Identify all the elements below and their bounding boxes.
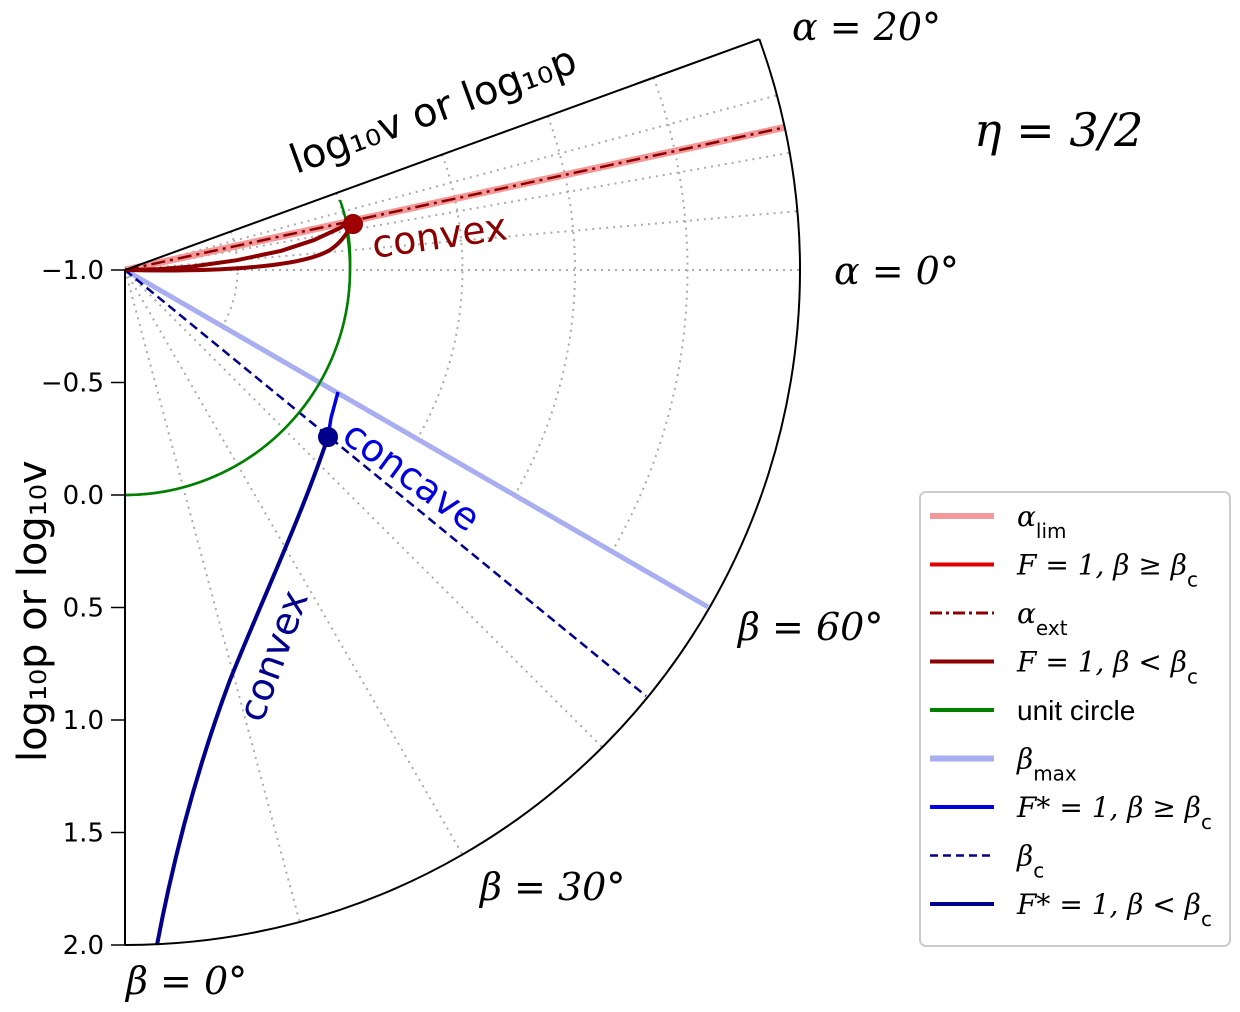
series-layer — [123, 123, 786, 946]
radial-tick-label: −1.0 — [41, 256, 104, 286]
series-F1-upper-visual — [124, 223, 354, 273]
grid-arc — [221, 231, 239, 327]
angle-label-beta-0: β = 0° — [124, 959, 247, 1003]
annotation-lower-convex: convex — [229, 584, 317, 727]
grid-spoke — [124, 269, 604, 749]
frame-outer-arc — [708, 38, 801, 608]
radial-tick-label: 0.0 — [63, 481, 104, 511]
grid-spoke — [124, 269, 301, 923]
eta-annotation: η = 3/2 — [974, 103, 1143, 157]
legend-box — [919, 491, 1231, 947]
marker-upper — [343, 214, 363, 234]
series-beta-c-line — [124, 269, 647, 697]
annotation-concave: concave — [335, 412, 489, 541]
angle-label-alpha-20: α = 20° — [792, 5, 941, 49]
frame-lower-arc — [124, 606, 711, 946]
series-alpha-ext — [124, 126, 786, 272]
radial-tick-label: −0.5 — [41, 369, 104, 399]
grid-spoke — [124, 269, 464, 856]
lower-radial-axis-label: log₁₀p or log₁₀v — [10, 460, 56, 762]
radial-tick-label: 1.0 — [63, 706, 104, 736]
series-unit-circle-lower-visual — [124, 269, 352, 497]
marker-lower — [318, 427, 338, 447]
grid-spoke — [124, 151, 790, 271]
angle-label-alpha-0: α = 0° — [834, 249, 959, 293]
radial-tick-label: 0.5 — [63, 594, 104, 624]
legend-label: unit circle — [1017, 695, 1135, 726]
angle-label-beta-60: β = 60° — [736, 605, 883, 649]
series-Fstar-convex — [155, 436, 330, 946]
grid-arc — [416, 154, 464, 440]
angle-label-beta-30: β = 30° — [478, 865, 625, 909]
frame-edge-alpha-20 — [124, 38, 760, 271]
radial-tick-label: 1.5 — [63, 819, 104, 849]
upper-radial-axis-label: log₁₀v or log₁₀p — [284, 37, 583, 183]
grid-arc — [513, 115, 576, 496]
radial-tick-label: 2.0 — [63, 931, 104, 961]
label-layer: −1.0 −0.5 0.0 0.5 1.0 1.5 2.0 — [41, 256, 125, 961]
grid-spoke — [124, 94, 778, 271]
series-beta-max-line — [123, 267, 710, 610]
grid-arc — [611, 77, 689, 552]
